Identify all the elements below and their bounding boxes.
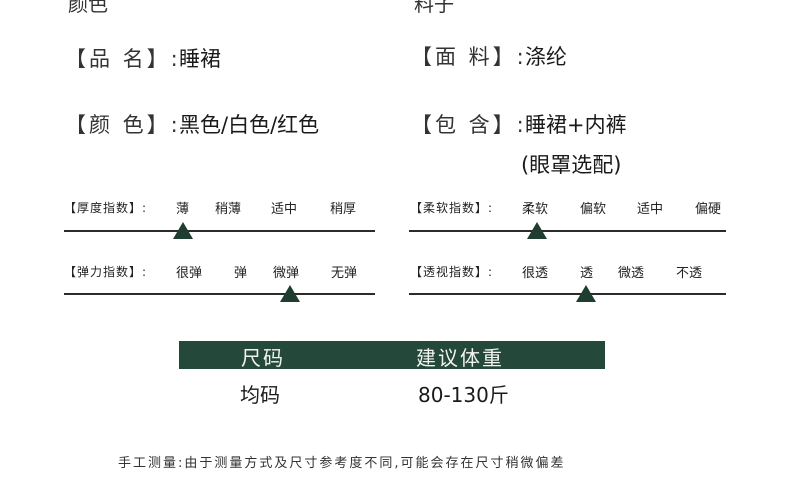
elasticity-marker-icon <box>280 285 300 302</box>
transparency-scale-label: 【透视指数】: <box>410 265 494 279</box>
weight-column-header: 建议体重 <box>416 346 504 370</box>
softness-option: 适中 <box>637 202 664 217</box>
name-value: 睡裙 <box>179 47 221 71</box>
transparency-option: 不透 <box>676 266 703 281</box>
color-value: 黑色/白色/红色 <box>179 113 320 137</box>
fabric-label: 【面 料】: <box>411 45 527 69</box>
top-partial-right: 料子 <box>414 0 454 16</box>
elasticity-option: 微弹 <box>273 266 300 281</box>
transparency-scale-line <box>409 293 726 295</box>
name-label: 【品 名】: <box>65 47 181 71</box>
elasticity-scale-label: 【弹力指数】: <box>64 265 148 279</box>
thickness-option: 薄 <box>176 202 190 217</box>
elasticity-option: 无弹 <box>331 266 358 281</box>
softness-marker-icon <box>527 222 547 239</box>
thickness-option: 适中 <box>271 202 298 217</box>
top-partial-left: 颜色 <box>68 0 108 16</box>
fabric-value: 涤纶 <box>525 45 567 69</box>
thickness-scale-label: 【厚度指数】: <box>64 201 148 215</box>
size-value: 均码 <box>240 383 280 407</box>
transparency-option: 微透 <box>618 266 645 281</box>
thickness-option: 稍厚 <box>330 202 357 217</box>
elasticity-scale-line <box>64 293 375 295</box>
size-column-header: 尺码 <box>241 346 285 370</box>
color-label: 【颜 色】: <box>65 113 181 137</box>
softness-option: 偏硬 <box>695 202 722 217</box>
thickness-option: 稍薄 <box>215 202 242 217</box>
package-note: (眼罩选配) <box>521 153 622 177</box>
softness-scale-line <box>409 230 726 232</box>
package-label: 【包 含】: <box>411 113 527 137</box>
measurement-note: 手工测量:由于测量方式及尺寸参考度不同,可能会存在尺寸稍微偏差 <box>118 456 566 471</box>
softness-scale-label: 【柔软指数】: <box>410 201 494 215</box>
transparency-option: 透 <box>580 266 594 281</box>
softness-option: 柔软 <box>522 202 549 217</box>
softness-option: 偏软 <box>580 202 607 217</box>
thickness-marker-icon <box>173 222 193 239</box>
size-table-header: 尺码 建议体重 <box>179 341 605 370</box>
transparency-marker-icon <box>576 285 596 302</box>
elasticity-option: 弹 <box>234 266 248 281</box>
weight-value: 80-130斤 <box>418 383 509 407</box>
transparency-option: 很透 <box>522 266 549 281</box>
elasticity-option: 很弹 <box>176 266 203 281</box>
package-value: 睡裙+内裤 <box>525 113 627 137</box>
thickness-scale-line <box>64 230 375 232</box>
